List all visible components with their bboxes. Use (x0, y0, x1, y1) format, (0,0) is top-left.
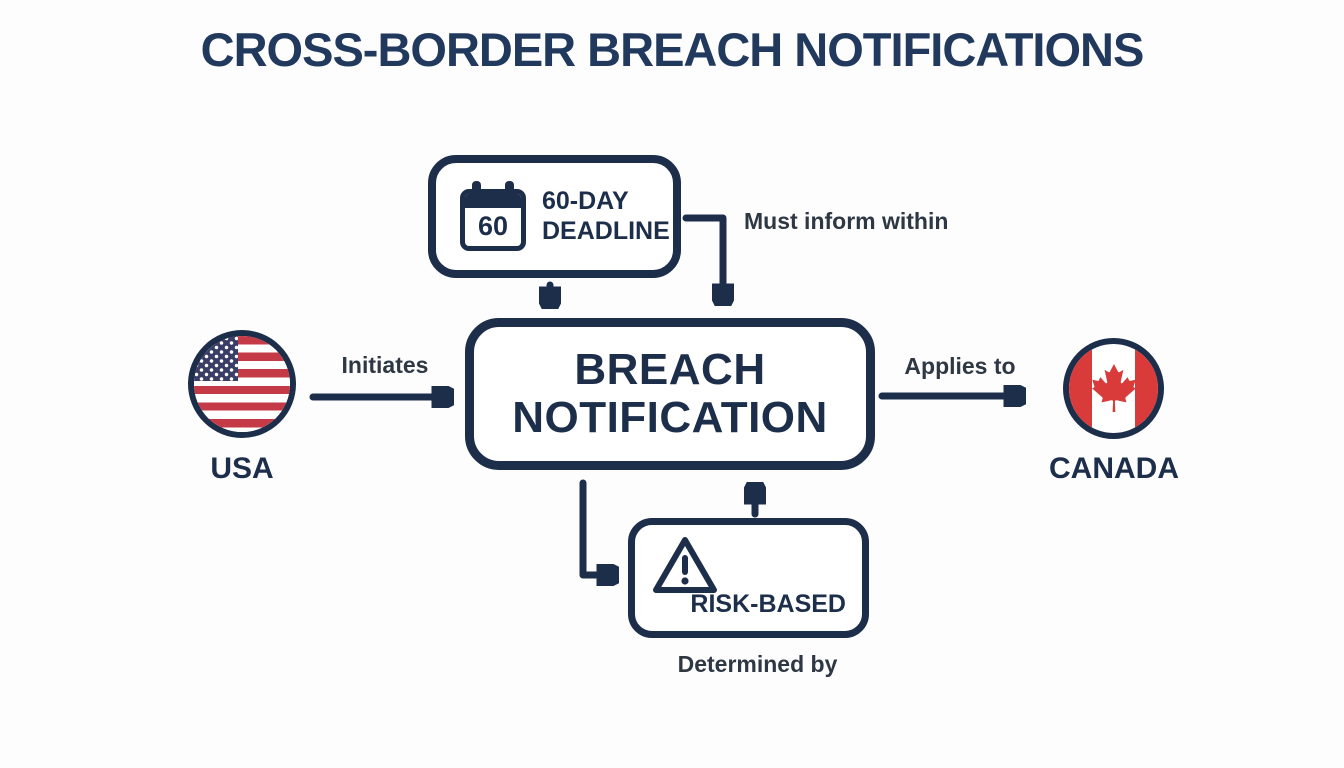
usa-flag-canton (194, 336, 239, 382)
canada-flag-right-bar (1134, 344, 1158, 433)
must-inform-edge-label: Must inform within (744, 208, 949, 234)
warning-triangle-icon (653, 537, 717, 593)
applies-to-edge-label: Applies to (904, 353, 1016, 379)
must-inform-elbow-arrow (682, 214, 723, 296)
maple-leaf-icon (1091, 363, 1136, 412)
risk-elbow-arrow (579, 479, 609, 575)
canada-flag-icon (1063, 338, 1164, 439)
breach-label-line2: NOTIFICATION (512, 393, 828, 442)
initiates-edge-label: Initiates (341, 352, 429, 378)
canada-flag-left-bar (1069, 344, 1093, 433)
risk-based-node: RISK-BASED (628, 518, 869, 638)
usa-flag-icon (188, 330, 296, 438)
deadline-node: 60 60-DAY DEADLINE (428, 155, 681, 278)
breach-label-line1: BREACH (574, 344, 766, 394)
usa-label: USA (210, 452, 274, 485)
determined-by-edge-label: Determined by (677, 651, 838, 677)
risk-based-label: RISK-BASED (690, 590, 846, 618)
page-title: CROSS-BORDER BREACH NOTIFICATIONS (200, 23, 1145, 76)
deadline-label: 60-DAY DEADLINE (542, 187, 670, 245)
calendar-number: 60 (477, 210, 509, 241)
calendar-icon: 60 (460, 180, 526, 253)
canada-label: CANADA (1049, 452, 1179, 485)
breach-notification-node: BREACH NOTIFICATION (465, 318, 875, 470)
